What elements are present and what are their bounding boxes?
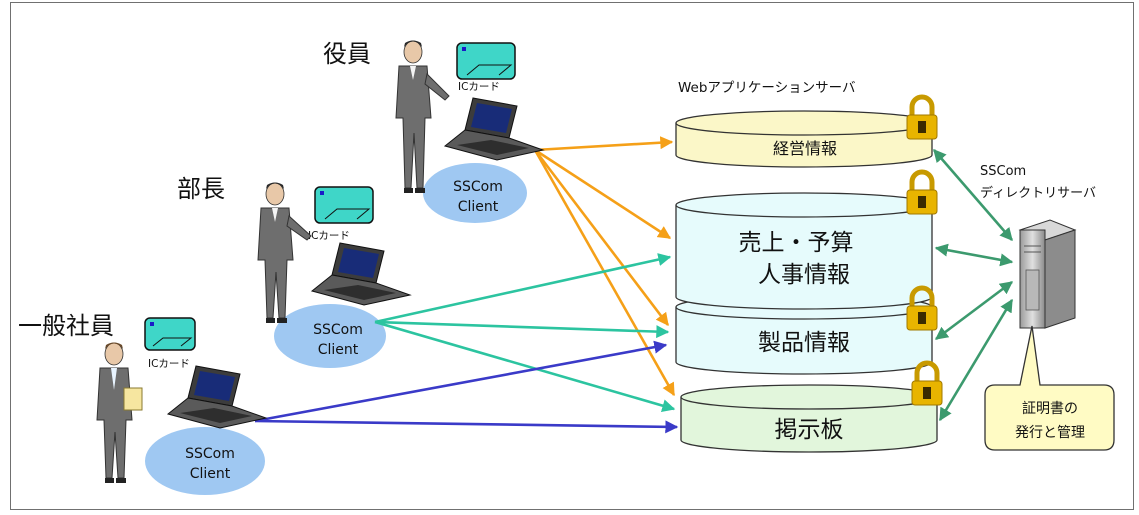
laptop-icon (443, 97, 545, 161)
ic-card-icon (314, 186, 374, 224)
web-server-label: Webアプリケーションサーバ (678, 80, 856, 96)
lock-icon (911, 360, 943, 406)
person-icon (395, 40, 450, 193)
ic-card-label: ICカード (148, 358, 190, 370)
client-manager: SSCom Client (274, 304, 386, 368)
db-bulletin-label: 掲示板 (775, 417, 844, 443)
client-label-line1: SSCom (313, 322, 363, 338)
role-manager-label: 部長 (177, 175, 225, 203)
employee-arrows (254, 340, 679, 434)
role-executive-label: 役員 (323, 40, 371, 68)
lock-icon (906, 94, 938, 140)
laptop-icon (310, 242, 412, 306)
person-icon (257, 182, 312, 323)
certificate-callout: 証明書の 発行と管理 (984, 325, 1115, 451)
client-label-line2: Client (458, 199, 499, 215)
db-hr-label: 人事情報 (758, 262, 850, 288)
db-bulletin: 掲示板 (680, 384, 938, 453)
role-employee-label: 一般社員 (18, 312, 114, 340)
person-icon (96, 342, 143, 483)
laptop-icon (166, 365, 268, 429)
client-label-line1: SSCom (453, 179, 503, 195)
client-label-line1: SSCom (185, 446, 235, 462)
lock-icon (906, 169, 938, 215)
db-products-label: 製品情報 (758, 330, 850, 356)
ic-card-icon (144, 317, 196, 351)
db-management-label: 経営情報 (773, 139, 837, 158)
db-sales-hr: 売上・予算 人事情報 (675, 192, 933, 310)
callout-line2: 発行と管理 (1015, 425, 1085, 441)
client-label-line2: Client (190, 466, 231, 482)
db-products: 製品情報 (675, 294, 933, 375)
ic-card-label: ICカード (308, 230, 350, 242)
ic-card-label: ICカード (458, 81, 500, 93)
directory-server-label-line1: SSCom (980, 164, 1026, 179)
db-sales-label: 売上・予算 (739, 230, 854, 256)
client-employee: SSCom Client (145, 427, 265, 495)
manager-arrows (374, 253, 676, 412)
directory-server-label-line2: ディレクトリサーバ (980, 185, 1096, 201)
client-label-line2: Client (318, 342, 359, 358)
server-icon (1018, 219, 1077, 329)
lock-icon (906, 285, 938, 331)
callout-line1: 証明書の (1022, 401, 1078, 417)
client-executive: SSCom Client (423, 163, 527, 223)
ic-card-icon (456, 42, 516, 80)
db-management: 経営情報 (675, 110, 933, 168)
directory-arrows (933, 149, 1014, 422)
